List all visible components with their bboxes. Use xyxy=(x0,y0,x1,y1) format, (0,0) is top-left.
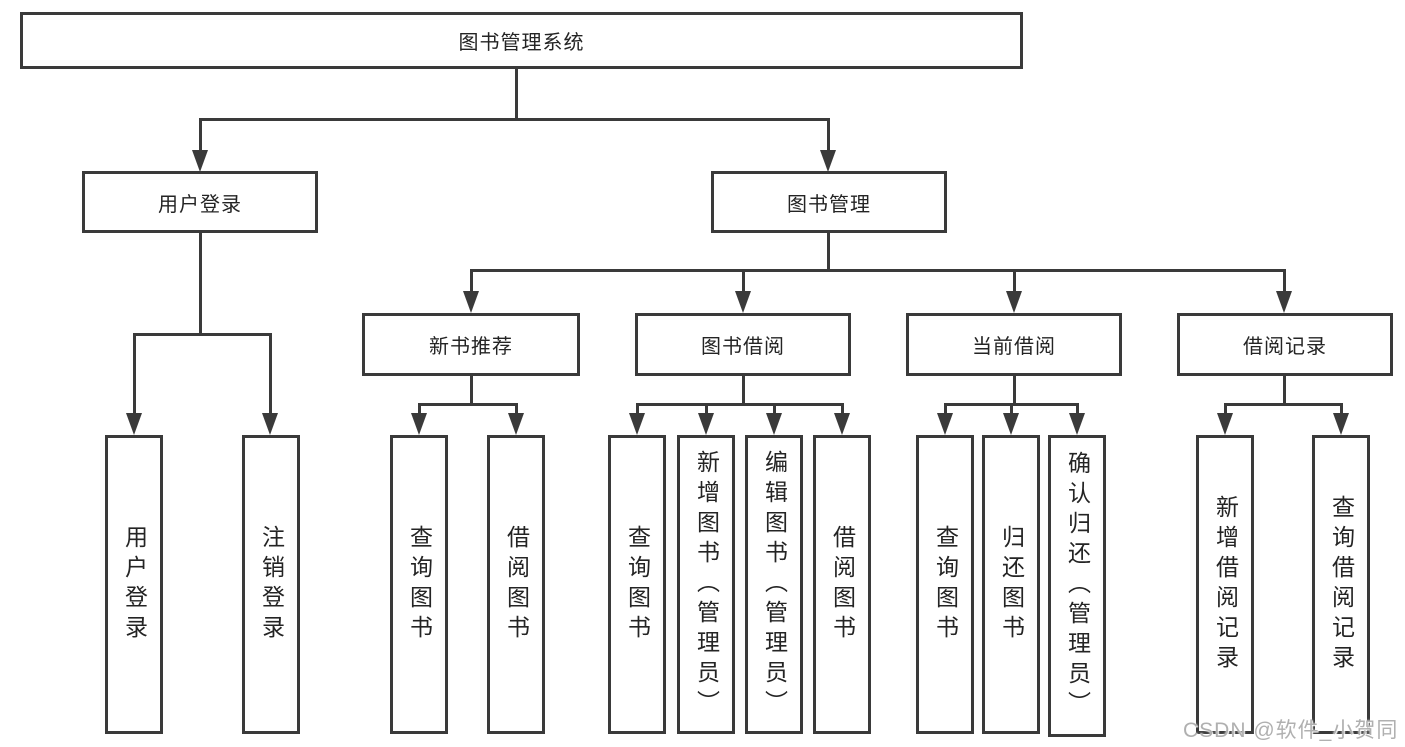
connector-line xyxy=(742,376,745,406)
node-label: 图书管理系统 xyxy=(458,32,585,54)
arrow-down-icon xyxy=(1006,291,1022,313)
arrow-down-icon xyxy=(698,413,714,435)
leaf-current-query-book: 查询图书 xyxy=(916,435,974,734)
connector-line xyxy=(515,403,518,415)
connector-line xyxy=(1340,403,1343,415)
arrow-down-icon xyxy=(1217,413,1233,435)
leaf-recommend-borrow-book: 借阅图书 xyxy=(487,435,545,734)
connector-line xyxy=(515,69,518,121)
leaf-label: 查询图书 xyxy=(406,524,433,645)
connector-line xyxy=(199,118,830,121)
leaf-label: 新增图书（管理员） xyxy=(693,449,720,720)
node-new-book-recommend: 新书推荐 xyxy=(362,313,580,376)
leaf-confirm-return-admin: 确认归还（管理员） xyxy=(1048,435,1106,737)
connector-line xyxy=(1224,403,1227,415)
node-label: 借阅记录 xyxy=(1243,336,1327,358)
node-book-management: 图书管理 xyxy=(711,171,947,233)
connector-line xyxy=(773,403,776,415)
node-label: 当前借阅 xyxy=(972,336,1056,358)
arrow-down-icon xyxy=(820,150,836,172)
leaf-recommend-query-book: 查询图书 xyxy=(390,435,448,734)
leaf-label: 查询图书 xyxy=(932,524,959,645)
connector-line xyxy=(418,403,421,415)
arrow-down-icon xyxy=(192,150,208,172)
arrow-down-icon xyxy=(834,413,850,435)
leaf-label: 用户登录 xyxy=(121,524,148,645)
leaf-label: 确认归还（管理员） xyxy=(1064,451,1091,721)
connector-line xyxy=(827,233,830,271)
connector-line xyxy=(944,403,947,415)
connector-line xyxy=(1283,269,1286,293)
leaf-label: 查询借阅记录 xyxy=(1328,494,1355,675)
leaf-label: 新增借阅记录 xyxy=(1212,494,1239,675)
arrow-down-icon xyxy=(508,413,524,435)
arrow-down-icon xyxy=(126,413,142,435)
connector-line xyxy=(418,403,518,406)
connector-line xyxy=(1283,376,1286,406)
leaf-label: 归还图书 xyxy=(998,524,1025,645)
leaf-add-book-admin: 新增图书（管理员） xyxy=(677,435,735,734)
node-root: 图书管理系统 xyxy=(20,12,1023,69)
leaf-query-borrow-record: 查询借阅记录 xyxy=(1312,435,1370,734)
connector-line xyxy=(199,118,202,151)
arrow-down-icon xyxy=(766,413,782,435)
arrow-down-icon xyxy=(937,413,953,435)
leaf-borrow-query-book: 查询图书 xyxy=(608,435,666,734)
connector-line xyxy=(199,233,202,336)
connector-line xyxy=(636,403,844,406)
watermark: CSDN @软件_小贺同学 xyxy=(1183,719,1399,742)
connector-line xyxy=(1224,403,1343,406)
leaf-borrow-book: 借阅图书 xyxy=(813,435,871,734)
node-label: 用户登录 xyxy=(158,193,242,216)
node-book-borrow: 图书借阅 xyxy=(635,313,851,376)
arrow-down-icon xyxy=(1276,291,1292,313)
leaf-return-book: 归还图书 xyxy=(982,435,1040,734)
node-label: 新书推荐 xyxy=(429,336,513,358)
connector-line xyxy=(269,333,272,415)
arrow-down-icon xyxy=(1333,413,1349,435)
arrow-down-icon xyxy=(1069,413,1085,435)
connector-line xyxy=(470,376,473,406)
leaf-logout: 注销登录 xyxy=(242,435,300,734)
connector-line xyxy=(1013,376,1016,406)
node-label: 图书管理 xyxy=(787,193,871,216)
connector-line xyxy=(841,403,844,415)
leaf-label: 借阅图书 xyxy=(829,524,856,645)
connector-line xyxy=(742,269,745,293)
connector-line xyxy=(1013,269,1016,293)
leaf-label: 查询图书 xyxy=(624,524,651,645)
arrow-down-icon xyxy=(262,413,278,435)
connector-line xyxy=(133,333,136,415)
node-current-borrow: 当前借阅 xyxy=(906,313,1122,376)
connector-line xyxy=(636,403,639,415)
arrow-down-icon xyxy=(735,291,751,313)
connector-line xyxy=(470,269,1286,272)
leaf-edit-book-admin: 编辑图书（管理员） xyxy=(745,435,803,734)
connector-line xyxy=(1010,403,1013,415)
arrow-down-icon xyxy=(1003,413,1019,435)
arrow-down-icon xyxy=(629,413,645,435)
arrow-down-icon xyxy=(411,413,427,435)
leaf-label: 借阅图书 xyxy=(503,524,530,645)
connector-line xyxy=(827,118,830,151)
leaf-add-borrow-record: 新增借阅记录 xyxy=(1196,435,1254,734)
node-user-login: 用户登录 xyxy=(82,171,318,233)
leaf-label: 编辑图书（管理员） xyxy=(761,449,788,720)
node-borrow-records: 借阅记录 xyxy=(1177,313,1393,376)
arrow-down-icon xyxy=(463,291,479,313)
connector-line xyxy=(705,403,708,415)
leaf-label: 注销登录 xyxy=(258,524,285,645)
connector-line xyxy=(470,269,473,293)
leaf-user-login: 用户登录 xyxy=(105,435,163,734)
connector-line xyxy=(133,333,272,336)
connector-line xyxy=(1076,403,1079,415)
node-label: 图书借阅 xyxy=(701,336,785,358)
